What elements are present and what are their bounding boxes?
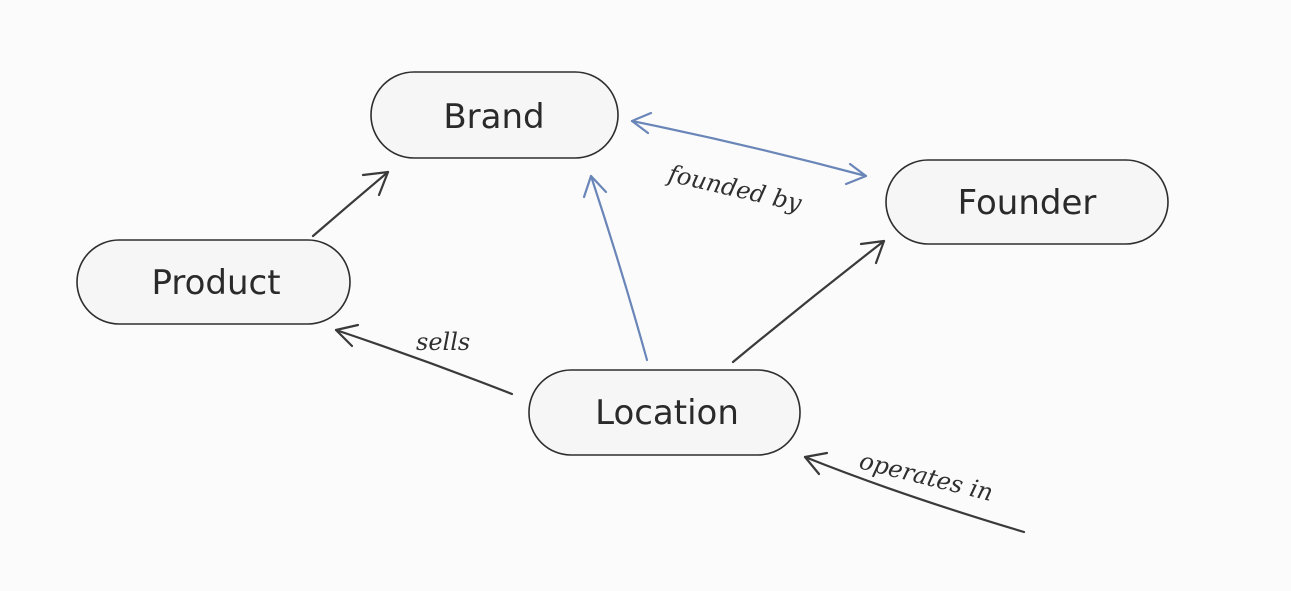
edge-label-operates-in: operates in [857,447,996,507]
edge-line [589,174,649,362]
edge-line [803,455,1026,534]
arrowhead-icon [859,239,886,265]
edge-line [731,239,886,364]
arrowhead-icon [844,162,868,186]
edge-brand-founded-by-founder: founded by [630,111,868,217]
arrowhead-icon [361,170,390,197]
node-brand: Brand [370,71,619,159]
edge-label-founded-by: founded by [664,159,805,217]
edge-line [334,328,514,396]
node-label-product: Product [151,263,280,303]
edge-location-to-brand [582,174,649,362]
edge-location-to-founder [731,239,886,364]
node-shape [528,369,801,456]
node-product: Product [76,239,351,325]
node-shape [370,71,619,159]
edge-line [311,170,390,238]
arrowhead-icon [582,174,608,199]
arrowhead-icon [630,111,653,135]
node-label-location: Location [595,393,739,433]
edge-location-sells-product: sells [334,323,514,396]
node-label-founder: Founder [958,183,1097,223]
node-founder: Founder [885,159,1169,245]
node-label-brand: Brand [443,97,544,137]
edge-label-sells: sells [416,328,470,356]
edge-line [630,119,868,178]
edge-operates-in-location: operates in [803,447,1026,534]
arrowhead-icon [803,451,829,476]
node-location: Location [528,369,801,456]
node-shape [885,159,1169,245]
edge-product-to-brand [311,170,390,238]
node-shape [76,239,351,325]
arrowhead-icon [334,323,360,348]
